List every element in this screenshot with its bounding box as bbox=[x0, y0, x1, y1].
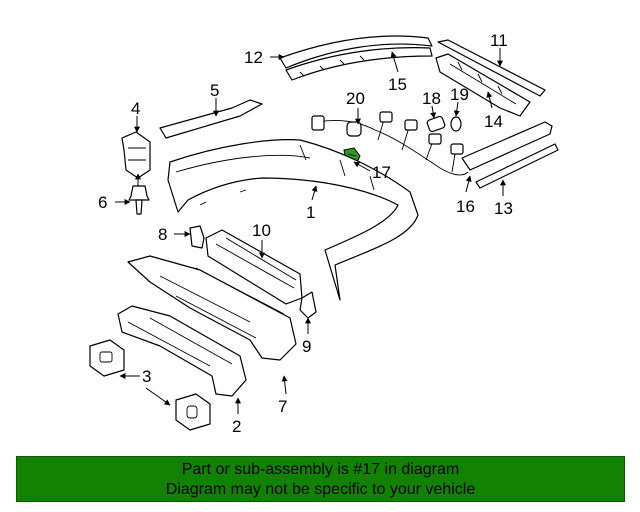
clip-9 bbox=[299, 291, 317, 319]
side-molding-13-16 bbox=[461, 121, 559, 189]
callout-16: 16 bbox=[456, 197, 475, 216]
strip-5 bbox=[159, 99, 263, 139]
callout-2: 2 bbox=[232, 417, 241, 436]
callout-13: 13 bbox=[494, 199, 513, 218]
parts-diagram: 12 15 11 14 20 18 19 17 16 13 5 4 6 1 8 … bbox=[89, 31, 559, 436]
callout-4: 4 bbox=[131, 99, 140, 118]
callout-15: 15 bbox=[388, 75, 407, 94]
push-pin-6 bbox=[128, 185, 150, 215]
info-banner: Part or sub-assembly is #17 in diagram D… bbox=[16, 456, 625, 502]
grommet-19 bbox=[450, 116, 462, 132]
banner-line-1: Part or sub-assembly is #17 in diagram bbox=[181, 461, 460, 478]
bracket-4 bbox=[121, 131, 151, 179]
callout-14: 14 bbox=[484, 112, 503, 131]
bracket-3-upper bbox=[89, 339, 125, 377]
callout-9: 9 bbox=[302, 337, 311, 356]
leader-lines bbox=[115, 48, 506, 414]
wiring-harness-20 bbox=[311, 111, 469, 176]
callout-17: 17 bbox=[372, 163, 391, 182]
banner-line-2: Diagram may not be specific to your vehi… bbox=[165, 481, 476, 498]
reinforcement-2 bbox=[117, 305, 247, 397]
callout-3: 3 bbox=[142, 367, 151, 386]
bumper-cover-1 bbox=[167, 139, 419, 301]
callout-19: 19 bbox=[450, 85, 469, 104]
callout-7: 7 bbox=[278, 397, 287, 416]
callout-10: 10 bbox=[252, 221, 271, 240]
connector-18 bbox=[426, 115, 446, 133]
bracket-8 bbox=[189, 225, 205, 249]
side-trim-11-14 bbox=[435, 39, 546, 117]
callout-1: 1 bbox=[306, 203, 315, 222]
trim-strip-12-15 bbox=[279, 35, 433, 81]
callout-8: 8 bbox=[158, 225, 167, 244]
impact-bar-7 bbox=[127, 255, 297, 361]
callout-6: 6 bbox=[98, 193, 107, 212]
callout-5: 5 bbox=[210, 81, 219, 100]
bracket-3-lower bbox=[175, 393, 211, 431]
callout-11: 11 bbox=[490, 31, 508, 50]
callout-12: 12 bbox=[244, 48, 263, 67]
callout-20: 20 bbox=[346, 89, 365, 108]
callout-18: 18 bbox=[422, 89, 441, 108]
